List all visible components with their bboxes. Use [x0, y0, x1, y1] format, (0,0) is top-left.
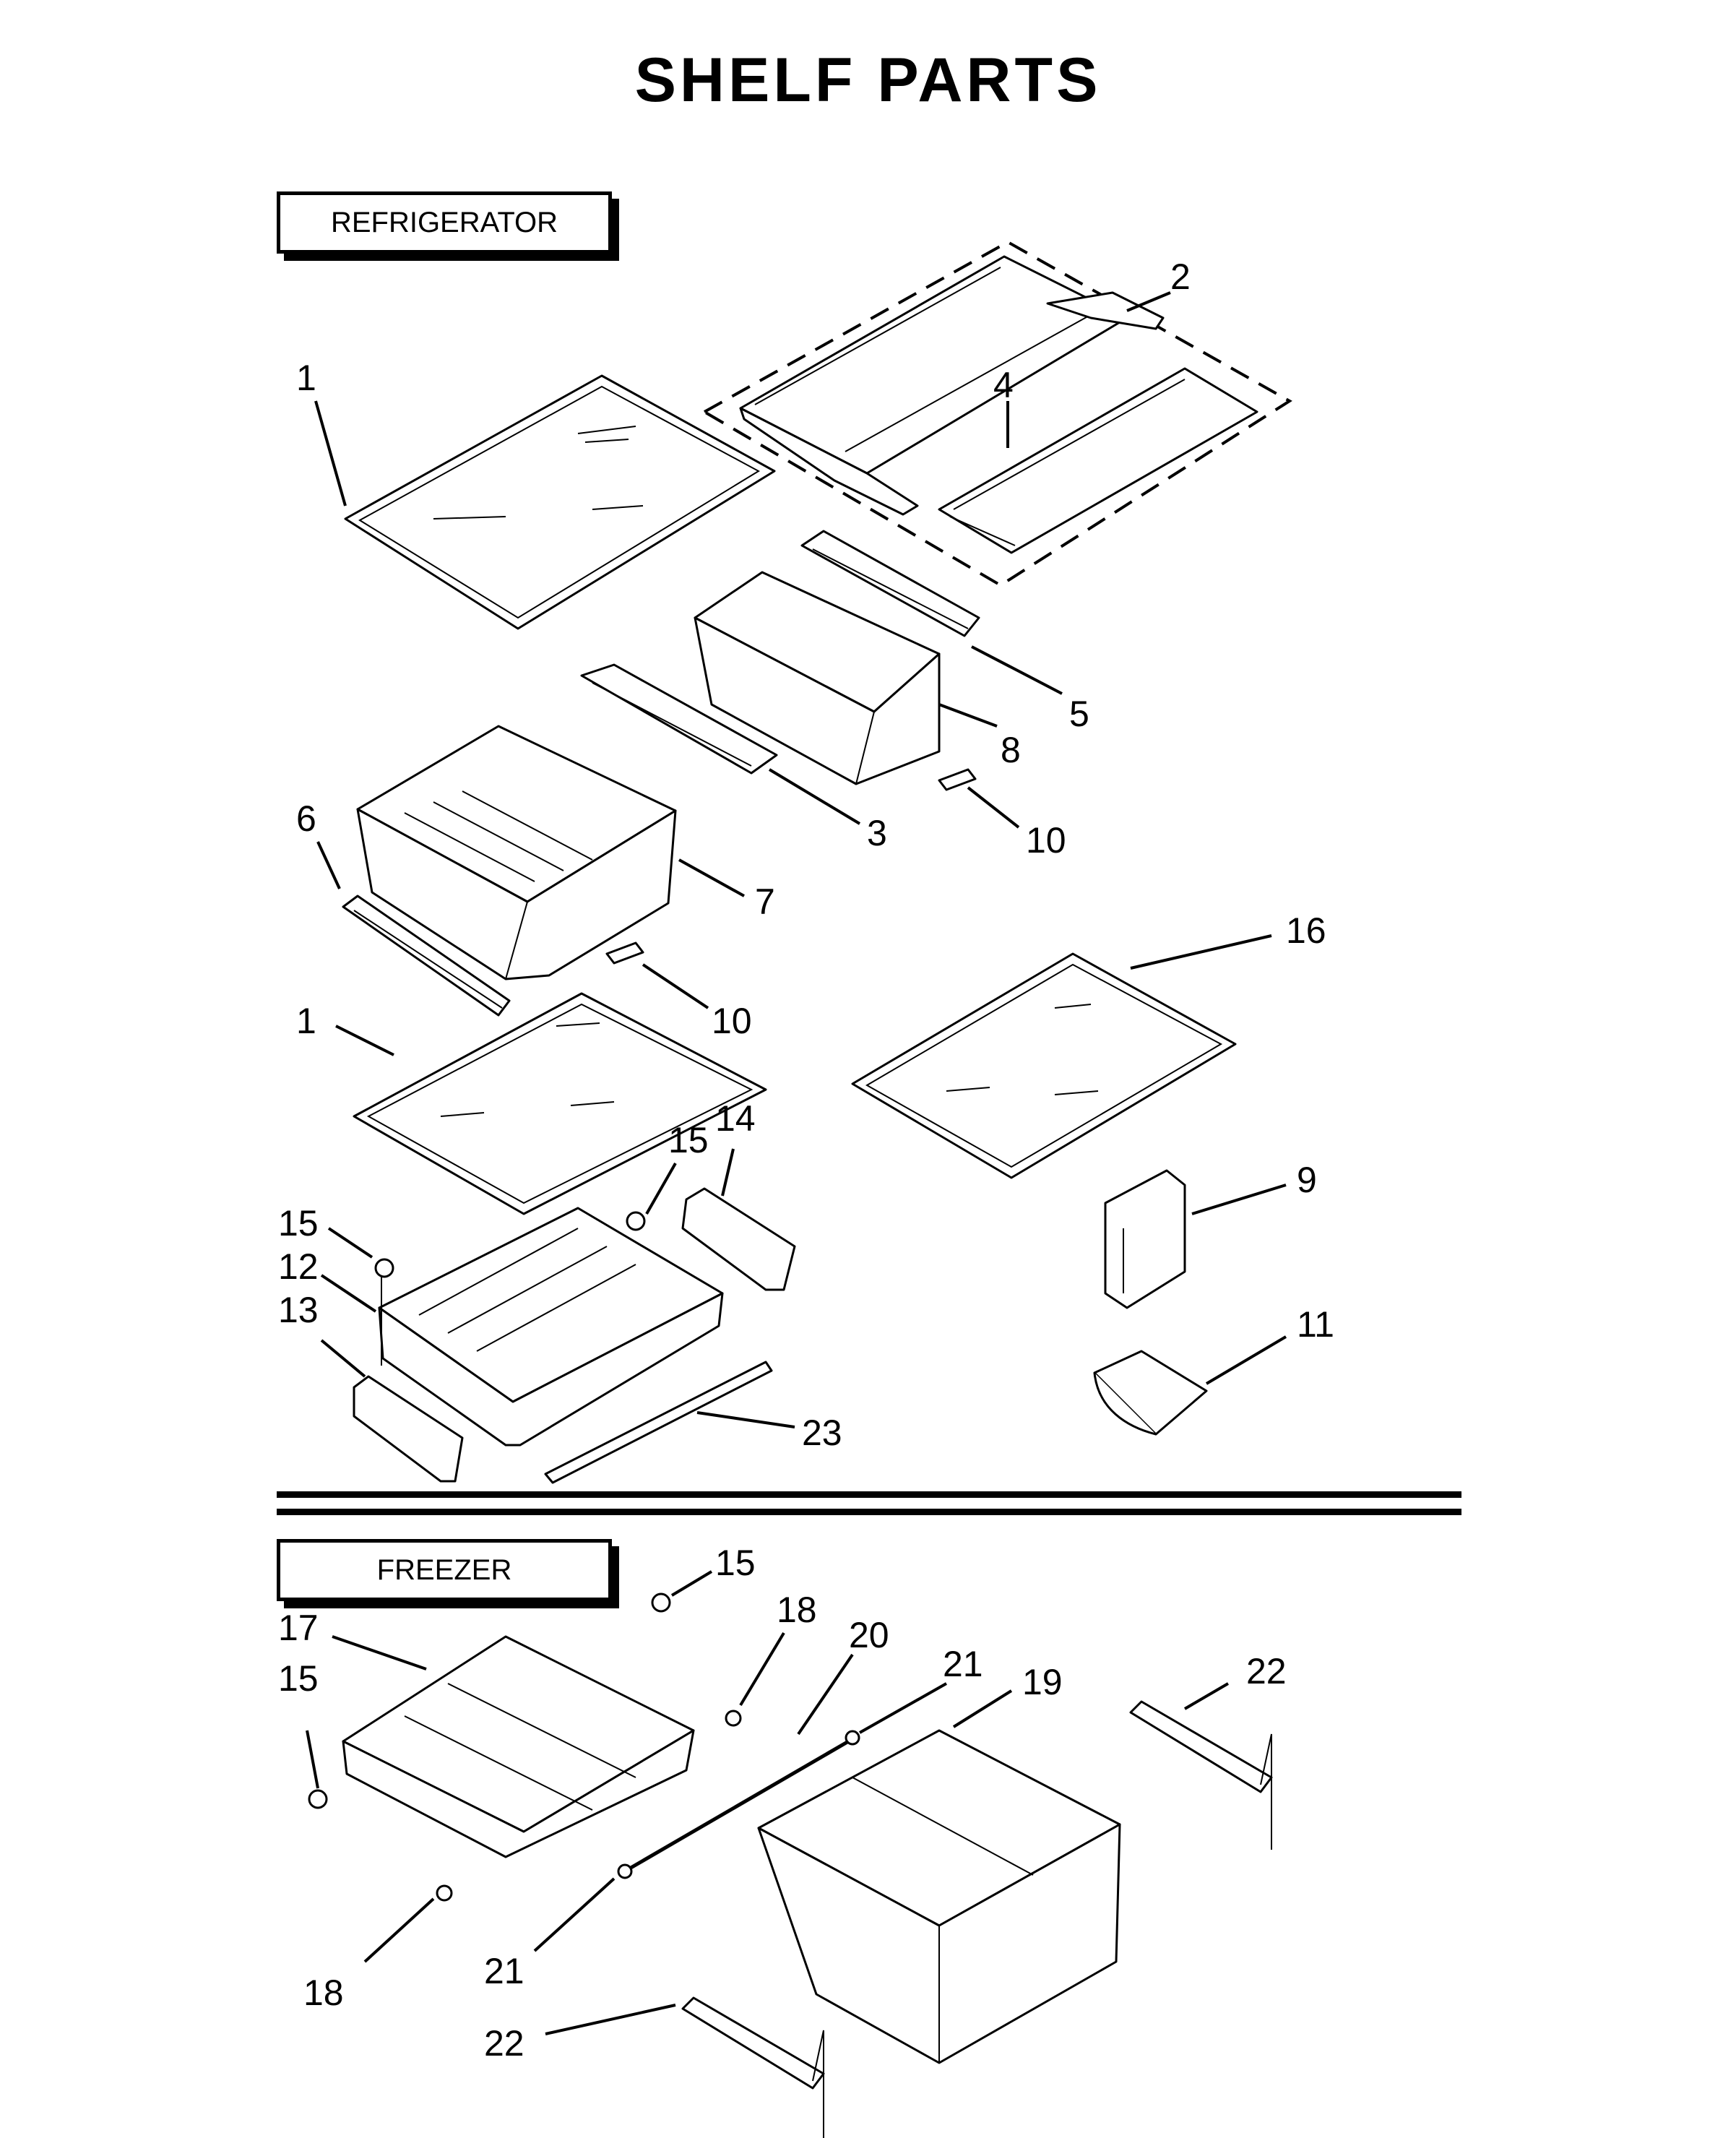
callout-9: 9	[1297, 1160, 1317, 1200]
drawer-clip-lower	[605, 941, 644, 965]
trim-strip	[544, 1361, 773, 1484]
callout-f20: 20	[849, 1615, 889, 1655]
split-shelf-rear	[739, 255, 1165, 516]
callout-11: 11	[1297, 1304, 1334, 1345]
callout-10-upper: 10	[1026, 820, 1066, 861]
refrigerator-section-label: REFRIGERATOR	[277, 191, 612, 254]
callout-16: 16	[1286, 910, 1326, 951]
callout-14: 14	[715, 1098, 756, 1139]
callout-4: 4	[993, 365, 1014, 405]
glass-shelf-upper	[344, 374, 776, 630]
crisper-drawer-large	[356, 725, 677, 980]
callout-7: 7	[755, 882, 775, 922]
crisper-drawer-small	[694, 571, 941, 785]
callout-15-left: 15	[278, 1203, 319, 1243]
glass-shelf-right	[851, 952, 1237, 1179]
rod-end-lower	[617, 1863, 633, 1879]
callout-12: 12	[278, 1246, 319, 1287]
callout-f21-upper: 21	[943, 1644, 983, 1684]
freezer-basket-lower	[757, 1729, 1121, 2064]
freezer-end-cap-left	[308, 1789, 328, 1809]
callout-5: 5	[1069, 694, 1089, 734]
callout-3: 3	[867, 813, 887, 853]
bushing-right	[725, 1710, 742, 1727]
callout-f17: 17	[278, 1608, 319, 1648]
shelf-assembly-group-outline	[701, 240, 1292, 587]
filter-cover	[1104, 1169, 1186, 1309]
section-divider	[277, 1491, 1461, 1515]
freezer-slide-rail-left	[681, 1996, 825, 2138]
deli-pan	[378, 1207, 724, 1447]
callout-2: 2	[1170, 257, 1191, 297]
callout-6: 6	[296, 798, 316, 839]
callout-f15-right: 15	[715, 1543, 756, 1583]
end-cap-left	[374, 1258, 394, 1278]
crisper-cover	[580, 663, 778, 775]
leader-lines	[314, 291, 1287, 1428]
drawer-clip-upper	[938, 768, 977, 791]
freezer-slide-rail-right	[1129, 1700, 1273, 1850]
air-filter	[1093, 1350, 1208, 1436]
callout-f18-left: 18	[303, 1973, 344, 2013]
callout-f22-right: 22	[1246, 1651, 1287, 1691]
end-cap-right	[626, 1211, 646, 1231]
callout-13: 13	[278, 1290, 319, 1330]
freezer-basket-upper	[342, 1635, 695, 1858]
slide-bracket-right	[681, 1187, 796, 1291]
freezer-section-label: FREEZER	[277, 1539, 612, 1601]
callout-8: 8	[1001, 730, 1021, 770]
freezer-rod	[626, 1738, 852, 1872]
slide-bracket-left	[353, 1375, 464, 1483]
callout-f21-lower: 21	[484, 1951, 524, 1991]
page-title: SHELF PARTS	[634, 46, 1102, 115]
callout-10-lower: 10	[712, 1001, 752, 1041]
callout-f18-right: 18	[777, 1590, 817, 1630]
crisper-rail	[800, 530, 980, 637]
freezer-end-cap-right	[651, 1592, 671, 1613]
bushing-left	[436, 1884, 453, 1902]
callout-1-upper: 1	[296, 358, 316, 398]
callout-f22-left: 22	[484, 2023, 524, 2064]
callout-1-lower: 1	[296, 1001, 316, 1041]
freezer-leader-lines	[306, 1570, 1230, 2035]
glass-shelf-lower	[353, 992, 767, 1215]
callout-f15-left: 15	[278, 1658, 319, 1699]
callout-15-right: 15	[668, 1120, 709, 1160]
rod-end-upper	[845, 1730, 860, 1746]
callout-23: 23	[802, 1413, 842, 1453]
drawer-rail-left	[342, 895, 511, 1017]
split-shelf-front	[938, 367, 1258, 554]
callout-f19: 19	[1022, 1662, 1063, 1702]
